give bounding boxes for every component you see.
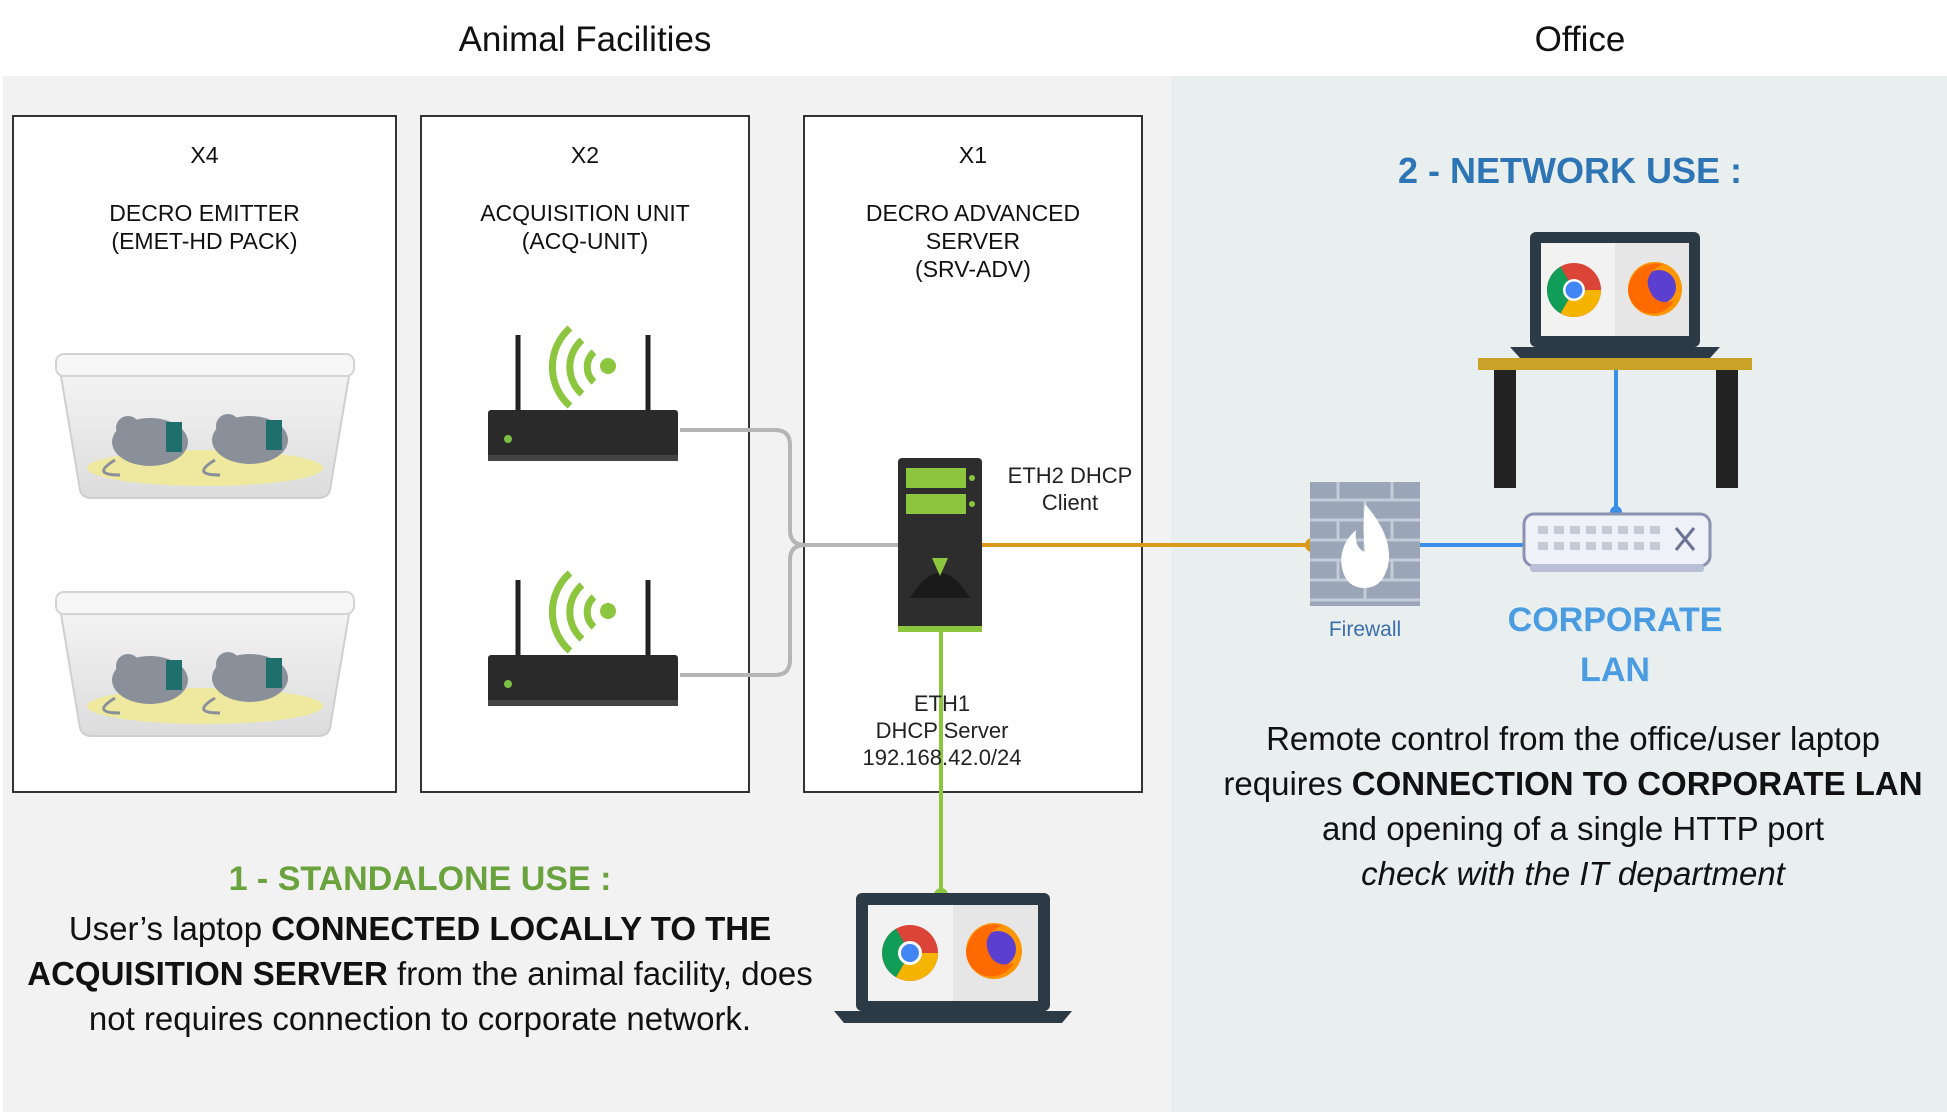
office-title: Office (1534, 20, 1626, 59)
server-qty: X1 (958, 142, 988, 168)
network-text: requires (1223, 765, 1352, 802)
wifi-router-icon (488, 325, 678, 461)
server-tower-icon (898, 458, 982, 632)
standalone-description: User’s laptop CONNECTED LOCALLY TO THE A… (0, 906, 840, 1041)
server-label: DECRO ADVANCED SERVER (SRV-ADV) (865, 200, 1081, 282)
standalone-text: User’s laptop (68, 910, 272, 947)
firefox-icon (1628, 262, 1682, 316)
standalone-bold: ACQUISITION SERVER (27, 955, 388, 992)
emitter-label: DECRO EMITTER (EMET-HD PACK) (109, 200, 300, 254)
network-bold: CONNECTION TO CORPORATE LAN (1351, 765, 1923, 802)
corporate-lan-line1: CORPORATE (1507, 601, 1723, 639)
eth1-label: ETH1 DHCP Server 192.168.42.0/24 (862, 691, 1022, 770)
network-text: and opening of a single HTTP port (1321, 810, 1825, 847)
firefox-icon (966, 923, 1022, 979)
standalone-bold: CONNECTED LOCALLY TO THE (271, 910, 772, 947)
network-switch-icon (1522, 512, 1712, 572)
network-heading: 2 - NETWORK USE : (1397, 150, 1742, 191)
network-italic: check with the IT department (1361, 855, 1785, 892)
mouse-cage-icon (55, 591, 355, 737)
laptop-icon (1510, 232, 1720, 358)
standalone-text: from the animal facility, does (387, 955, 813, 992)
wifi-router-icon (488, 570, 678, 706)
laptop-icon (834, 893, 1072, 1023)
firewall-label: Firewall (1328, 618, 1402, 641)
server-box: X1 DECRO ADVANCED SERVER (SRV-ADV) (803, 115, 1143, 793)
chrome-icon (882, 925, 938, 981)
network-description: Remote control from the office/user lapt… (1180, 716, 1947, 896)
desk-icon (1478, 358, 1752, 488)
network-text: Remote control from the office/user lapt… (1266, 720, 1880, 757)
acquisition-label: ACQUISITION UNIT (ACQ-UNIT) (480, 200, 690, 254)
mouse-cage-icon (55, 353, 355, 499)
corporate-lan-label: CORPORATE LAN (1500, 595, 1730, 695)
standalone-text: not requires connection to corporate net… (88, 1000, 752, 1037)
chrome-icon (1546, 263, 1601, 318)
firewall-icon (1310, 482, 1420, 606)
router1-link (680, 428, 898, 547)
acquisition-qty: X2 (570, 142, 600, 168)
emitter-qty: X4 (190, 142, 219, 168)
eth2-label: ETH2 DHCP Client (1007, 463, 1133, 515)
standalone-heading: 1 - STANDALONE USE : (228, 860, 612, 898)
animal-facilities-title: Animal Facilities (458, 20, 712, 59)
router2-link (680, 543, 898, 677)
corporate-lan-line2: LAN (1580, 651, 1650, 689)
